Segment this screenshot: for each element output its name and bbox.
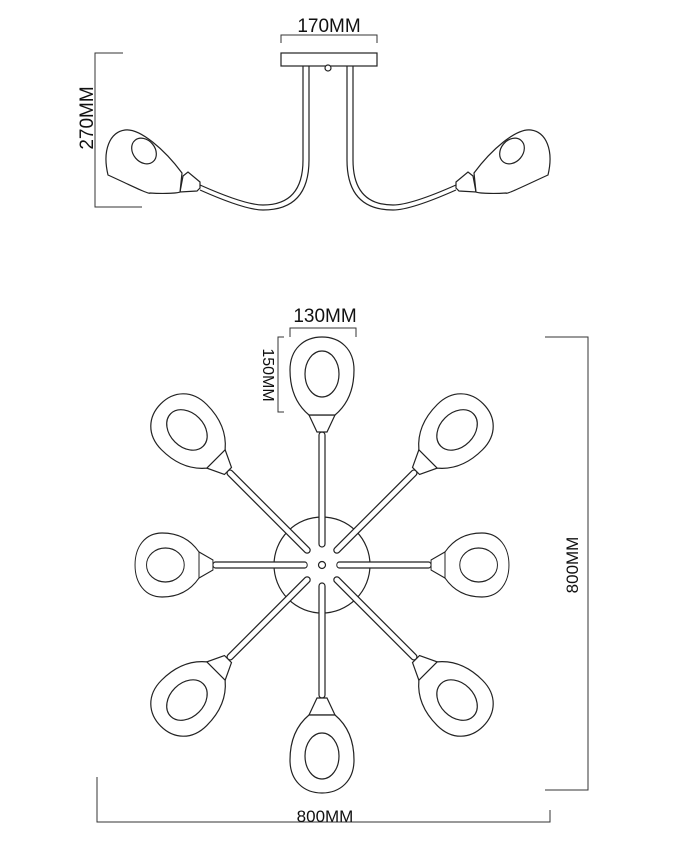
- shade-height-dimension-line: [277, 336, 284, 413]
- right-stem: [352, 66, 457, 206]
- left-stem-inner: [199, 66, 310, 211]
- shade-width-label: 130MM: [293, 306, 356, 327]
- lamp-arm-west: [134, 532, 308, 598]
- side-view: 170MM 270MM: [77, 16, 551, 211]
- overall-width-dimension-line: [96, 777, 551, 823]
- plate-screw: [324, 64, 332, 72]
- left-shade: [105, 129, 201, 195]
- right-stem-inner: [346, 66, 457, 211]
- right-shade: [455, 129, 551, 195]
- center-screw: [317, 560, 327, 570]
- lamp-arm-east: [336, 532, 510, 598]
- overall-height-dimension-line: [545, 336, 589, 791]
- ceiling-plate: [280, 52, 378, 67]
- overall-width-label: 800MM: [297, 807, 354, 826]
- lamp-arm-north: [289, 336, 355, 548]
- shade-width-dimension-line: [289, 327, 357, 337]
- height-label: 270MM: [77, 86, 98, 149]
- height-dimension-line: [94, 52, 142, 208]
- overall-height-label: 800MM: [563, 537, 582, 594]
- width-label: 170MM: [297, 16, 360, 37]
- lamp-arm-south: [289, 582, 355, 794]
- width-dimension-line: [280, 34, 378, 43]
- shade-height-label: 150MM: [259, 348, 276, 401]
- left-stem: [199, 66, 304, 206]
- top-view: 130MM 150MM 800MM 800MM: [96, 306, 589, 826]
